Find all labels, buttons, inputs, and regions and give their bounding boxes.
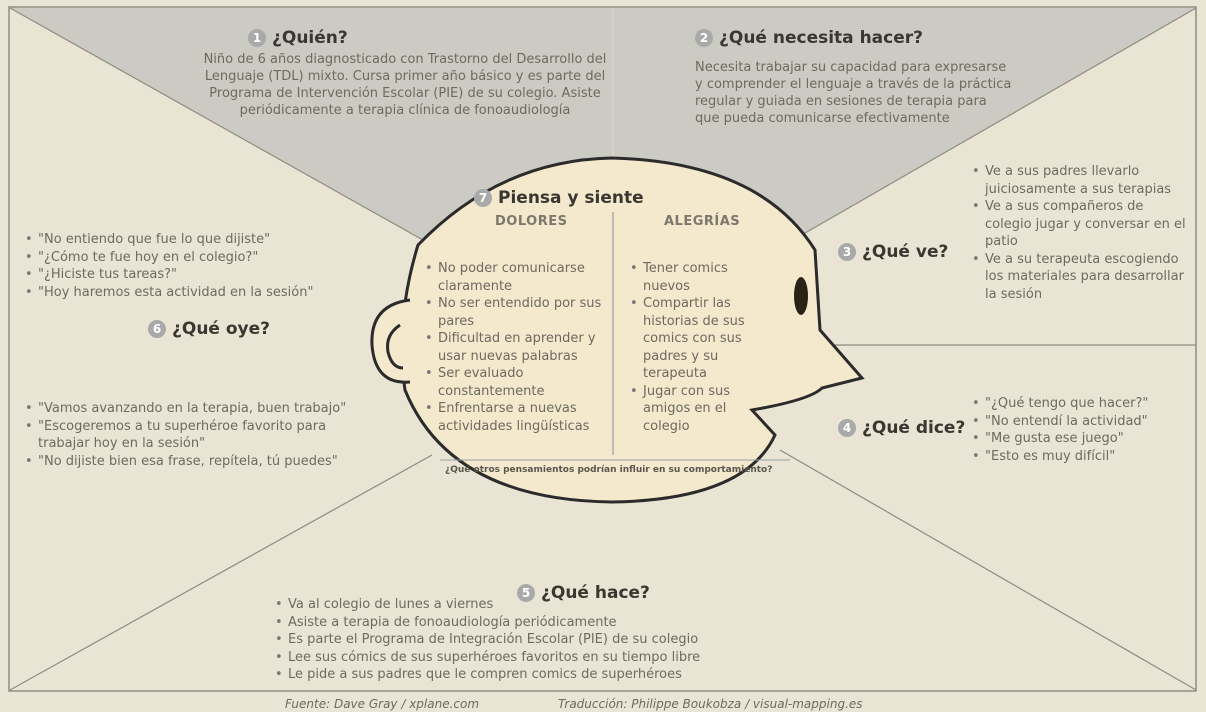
hace-item: Le pide a sus padres que le compren comi…: [275, 666, 745, 684]
quien-line: periódicamente a terapia clínica de fono…: [239, 103, 571, 118]
alegrias-item: Jugar con sus amigos en el colegio: [630, 383, 765, 436]
alegrias-list: Tener comics nuevos Compartir las histor…: [630, 260, 765, 435]
piensa-title: 7 Piensa y siente: [474, 188, 644, 208]
ve-item: Ve a sus compañeros de colegio jugar y c…: [972, 198, 1187, 251]
ve-title-text: ¿Qué ve?: [862, 242, 949, 262]
quien-line: Programa de Intervención Escolar (PIE) d…: [209, 86, 601, 101]
dolores-item: Ser evaluado constantemente: [425, 365, 605, 400]
dice-list: "¿Qué tengo que hacer?" "No entendí la a…: [972, 395, 1182, 465]
dice-item: "No entendí la actividad": [972, 413, 1182, 431]
dolores-heading: DOLORES: [495, 214, 568, 229]
divider-top-right: [785, 7, 1197, 245]
necesita-line: que pueda comunicarse efectivamente: [695, 111, 950, 126]
quien-title-text: ¿Quién?: [272, 28, 348, 48]
piensa-title-text: Piensa y siente: [498, 188, 644, 208]
divider-bottom-left: [9, 454, 433, 691]
oye-number-badge: 6: [148, 320, 166, 338]
necesita-description: Necesita trabajar su capacidad para expr…: [695, 59, 1025, 127]
quien-number-badge: 1: [248, 29, 266, 47]
ve-title: 3 ¿Qué ve?: [838, 242, 948, 262]
quien-description: Niño de 6 años diagnosticado con Trastor…: [190, 51, 620, 119]
oye-item: "Vamos avanzando en la terapia, buen tra…: [25, 400, 360, 418]
outer-frame: [8, 6, 1197, 692]
divider-top-left: [9, 7, 431, 245]
oye-item: "No dijiste bien esa frase, repítela, tú…: [25, 453, 360, 471]
ve-list: Ve a sus padres llevarlo juiciosamente a…: [972, 163, 1187, 303]
quien-line: Lenguaje (TDL) mixto. Cursa primer año b…: [204, 69, 606, 84]
dolores-item: Enfrentarse a nuevas actividades lingüís…: [425, 400, 605, 435]
footer-source: Fuente: Dave Gray / xplane.com: [285, 697, 480, 711]
dice-title: 4 ¿Qué dice?: [838, 418, 965, 438]
oye-item: "Hoy haremos esta actividad en la sesión…: [25, 284, 355, 302]
dice-item: "Me gusta ese juego": [972, 430, 1182, 448]
dolores-item: Dificultad en aprender y usar nuevas pal…: [425, 330, 605, 365]
top-band: [10, 8, 1196, 244]
oye-item: "No entiendo que fue lo que dijiste": [25, 231, 355, 249]
hace-list: Va al colegio de lunes a viernes Asiste …: [275, 596, 745, 684]
oye-item: "¿Cómo te fue hoy en el colegio?": [25, 249, 355, 267]
ve-item: Ve a su terapeuta escogiendo los materia…: [972, 251, 1187, 304]
ve-number-badge: 3: [838, 243, 856, 261]
quien-line: Niño de 6 años diagnosticado con Trastor…: [203, 52, 607, 67]
necesita-title: 2 ¿Qué necesita hacer?: [695, 28, 923, 48]
footer-translation: Traducción: Philippe Boukobza / visual-m…: [558, 697, 863, 711]
eye: [794, 277, 808, 315]
oye-title-text: ¿Qué oye?: [172, 319, 271, 339]
oye-list-bottom: "Vamos avanzando en la terapia, buen tra…: [25, 400, 360, 470]
piensa-question: ¿Qué otros pensamientos podrían influir …: [445, 465, 773, 475]
alegrias-item: Compartir las historias de sus comics co…: [630, 295, 765, 383]
dice-item: "Esto es muy difícil": [972, 448, 1182, 466]
alegrias-item: Tener comics nuevos: [630, 260, 765, 295]
oye-list-top: "No entiendo que fue lo que dijiste" "¿C…: [25, 231, 355, 301]
dolores-item: No ser entendido por sus pares: [425, 295, 605, 330]
ear-inner: [386, 323, 404, 370]
necesita-line: Necesita trabajar su capacidad para expr…: [695, 60, 1007, 75]
dolores-list: No poder comunicarse claramente No ser e…: [425, 260, 605, 435]
divider-bottom-right: [779, 449, 1197, 691]
quien-title: 1 ¿Quién?: [248, 28, 348, 48]
necesita-number-badge: 2: [695, 29, 713, 47]
ear-outer: [370, 298, 411, 384]
alegrias-heading: ALEGRÍAS: [664, 214, 741, 229]
hace-item: Lee sus cómics de sus superhéroes favori…: [275, 649, 745, 667]
ve-item: Ve a sus padres llevarlo juiciosamente a…: [972, 163, 1187, 198]
oye-title: 6 ¿Qué oye?: [148, 319, 270, 339]
hace-item: Es parte el Programa de Integración Esco…: [275, 631, 745, 649]
hace-item: Va al colegio de lunes a viernes: [275, 596, 745, 614]
dolores-item: No poder comunicarse claramente: [425, 260, 605, 295]
dice-number-badge: 4: [838, 419, 856, 437]
necesita-line: y comprender el lenguaje a través de la …: [695, 77, 1012, 92]
dice-title-text: ¿Qué dice?: [862, 418, 966, 438]
necesita-line: regular y guiada en sesiones de terapia …: [695, 94, 987, 109]
hace-item: Asiste a terapia de fonoaudiología perió…: [275, 614, 745, 632]
piensa-number-badge: 7: [474, 189, 492, 207]
dice-item: "¿Qué tengo que hacer?": [972, 395, 1182, 413]
necesita-title-text: ¿Qué necesita hacer?: [719, 28, 923, 48]
oye-item: "Escogeremos a tu superhéroe favorito pa…: [25, 418, 360, 453]
oye-item: "¿Hiciste tus tareas?": [25, 266, 355, 284]
